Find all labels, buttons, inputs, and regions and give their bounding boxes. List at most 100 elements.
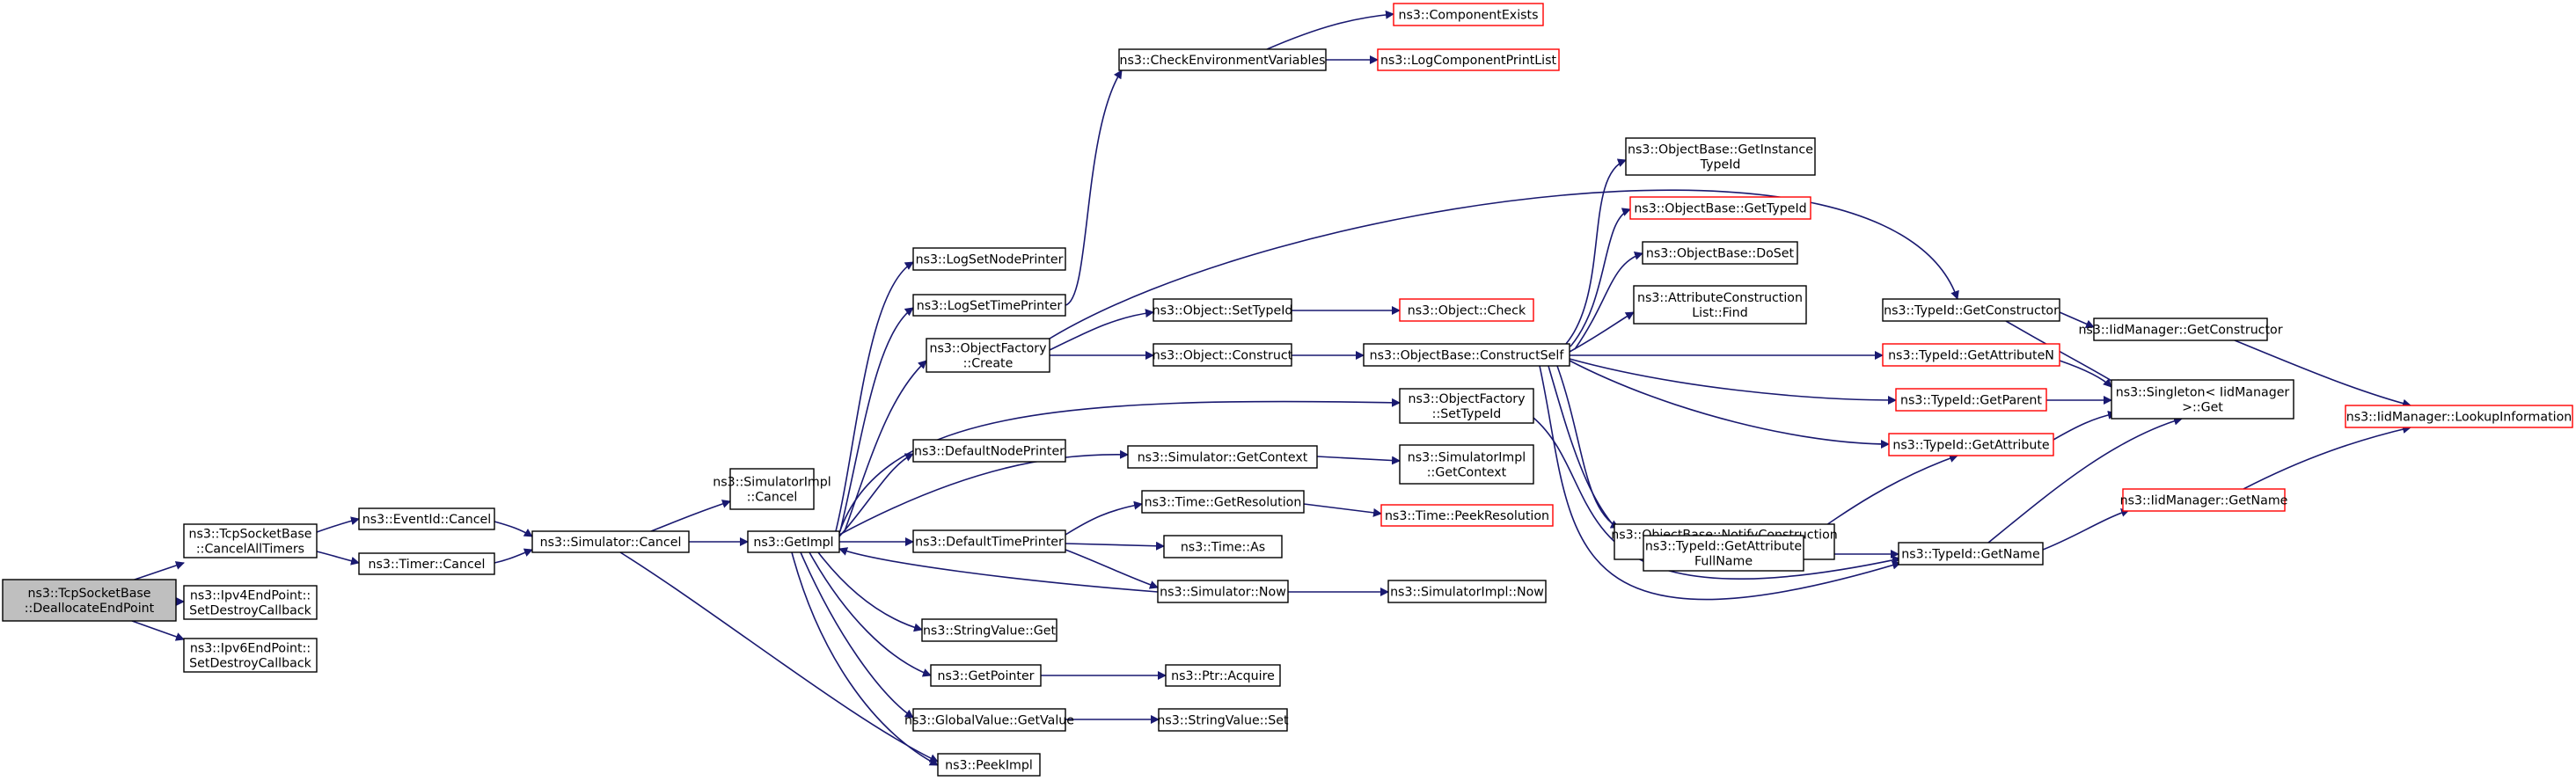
node-logSetNodePrinter[interactable]: ns3::LogSetNodePrinter (912, 247, 1066, 271)
node-cancelAllTimers[interactable]: ns3::TcpSocketBase::CancelAllTimers (183, 523, 318, 558)
node-stringValueSet[interactable]: ns3::StringValue::Set (1157, 708, 1289, 732)
node-objectBaseDoSet[interactable]: ns3::ObjectBase::DoSet (1642, 241, 1798, 265)
node-box[interactable] (183, 523, 318, 558)
node-box[interactable] (1165, 664, 1281, 687)
node-box[interactable] (1625, 137, 1816, 176)
node-box[interactable] (2111, 379, 2294, 420)
node-typeIdGetAttributeN[interactable]: ns3::TypeId::GetAttributeN (1882, 343, 2060, 367)
node-box[interactable] (2122, 488, 2286, 512)
node-box[interactable] (912, 439, 1066, 463)
node-eventIdCancel[interactable]: ns3::EventId::Cancel (358, 507, 495, 530)
node-logSetTimePrinter[interactable]: ns3::LogSetTimePrinter (912, 294, 1066, 317)
node-box[interactable] (1399, 388, 1534, 424)
node-box[interactable] (1118, 48, 1327, 71)
node-box[interactable] (729, 468, 815, 510)
node-timePeekResolution[interactable]: ns3::Time::PeekResolution (1380, 504, 1554, 527)
node-simulatorGetContext[interactable]: ns3::Simulator::GetContext (1127, 445, 1318, 469)
node-objectFactoryCreate[interactable]: ns3::ObjectFactory::Create (926, 338, 1050, 373)
node-typeIdGetName[interactable]: ns3::TypeId::GetName (1898, 542, 2044, 566)
node-box[interactable] (1387, 580, 1547, 603)
node-box[interactable] (1629, 196, 1811, 220)
node-box[interactable] (1377, 48, 1560, 71)
node-box[interactable] (2, 579, 177, 622)
node-box[interactable] (1393, 3, 1544, 26)
node-box[interactable] (1363, 343, 1570, 367)
node-simulatorCancel[interactable]: ns3::Simulator::Cancel (531, 530, 690, 553)
node-box[interactable] (1399, 444, 1534, 485)
node-box[interactable] (912, 294, 1066, 317)
node-box[interactable] (183, 638, 318, 673)
node-box[interactable] (1399, 298, 1534, 322)
node-box[interactable] (2093, 318, 2268, 341)
node-constructSelf[interactable]: ns3::ObjectBase::ConstructSelf (1363, 343, 1570, 367)
node-getImpl[interactable]: ns3::GetImpl (747, 530, 840, 553)
node-globalValueGetValue[interactable]: ns3::GlobalValue::GetValue (904, 708, 1074, 732)
node-checkEnvVars[interactable]: ns3::CheckEnvironmentVariables (1118, 48, 1327, 71)
node-box[interactable] (1158, 708, 1288, 732)
node-ptrAcquire[interactable]: ns3::Ptr::Acquire (1165, 664, 1281, 687)
node-typeIdGetConstructor[interactable]: ns3::TypeId::GetConstructor (1882, 298, 2060, 322)
node-box[interactable] (921, 618, 1057, 642)
edge-line (1303, 503, 1382, 517)
node-objectConstruct[interactable]: ns3::Object::Construct (1153, 343, 1293, 367)
node-box[interactable] (912, 529, 1066, 553)
node-box[interactable] (937, 753, 1041, 777)
node-iidGetName[interactable]: ns3::IidManager::GetName (2120, 488, 2288, 512)
node-singletonGet[interactable]: ns3::Singleton< IidManager >::Get (2111, 379, 2294, 420)
node-getPointer[interactable]: ns3::GetPointer (930, 664, 1042, 687)
node-box[interactable] (1153, 343, 1292, 367)
node-simulatorNow[interactable]: ns3::Simulator::Now (1157, 580, 1289, 603)
node-box[interactable] (183, 585, 318, 620)
node-typeIdGetAttribute[interactable]: ns3::TypeId::GetAttribute (1888, 433, 2054, 456)
node-defaultTimePrinter[interactable]: ns3::DefaultTimePrinter (912, 529, 1066, 553)
node-timeAs[interactable]: ns3::Time::As (1163, 535, 1283, 558)
node-box[interactable] (930, 664, 1042, 687)
node-label: ns3::TypeId::GetAttribute (1892, 439, 2049, 453)
node-simImplGetContext[interactable]: ns3::SimulatorImpl::GetContext (1399, 444, 1534, 485)
node-simImplNow[interactable]: ns3::SimulatorImpl::Now (1387, 580, 1547, 603)
node-box[interactable] (1127, 445, 1318, 469)
node-defaultNodePrinter[interactable]: ns3::DefaultNodePrinter (912, 439, 1066, 463)
node-logComponentPrintList[interactable]: ns3::LogComponentPrintList (1377, 48, 1560, 71)
node-box[interactable] (531, 530, 690, 553)
node-box[interactable] (912, 708, 1066, 732)
node-box[interactable] (1380, 504, 1554, 527)
node-iidGetConstructor[interactable]: ns3::IidManager::GetConstructor (2078, 318, 2283, 341)
node-componentExists[interactable]: ns3::ComponentExists (1393, 3, 1544, 26)
node-objectBaseGetTypeId[interactable]: ns3::ObjectBase::GetTypeId (1629, 196, 1811, 220)
node-timerCancel[interactable]: ns3::Timer::Cancel (358, 552, 495, 575)
node-box[interactable] (1157, 580, 1289, 603)
node-box[interactable] (1882, 298, 2060, 322)
node-objectFactorySetTypeId[interactable]: ns3::ObjectFactory::SetTypeId (1399, 388, 1534, 424)
node-root[interactable]: ns3::TcpSocketBase::DeallocateEndPoint (2, 579, 177, 622)
node-box[interactable] (2345, 405, 2573, 428)
node-stringValueGet[interactable]: ns3::StringValue::Get (921, 618, 1057, 642)
node-box[interactable] (1153, 298, 1292, 322)
node-simImplCancel[interactable]: ns3::SimulatorImpl::Cancel (713, 468, 831, 510)
node-peekImpl[interactable]: ns3::PeekImpl (937, 753, 1041, 777)
node-ipv6SetDestroy[interactable]: ns3::Ipv6EndPoint::SetDestroyCallback (183, 638, 318, 673)
node-objectCheck[interactable]: ns3::Object::Check (1399, 298, 1534, 322)
node-box[interactable] (1633, 285, 1807, 325)
node-box[interactable] (1163, 535, 1283, 558)
node-box[interactable] (747, 530, 840, 553)
node-typeIdGetParent[interactable]: ns3::TypeId::GetParent (1895, 388, 2047, 412)
node-objectSetTypeId[interactable]: ns3::Object::SetTypeId (1153, 298, 1293, 322)
node-box[interactable] (358, 552, 495, 575)
node-box[interactable] (926, 338, 1050, 373)
node-ipv4SetDestroy[interactable]: ns3::Ipv4EndPoint::SetDestroyCallback (183, 585, 318, 620)
node-box[interactable] (1141, 490, 1305, 514)
node-box[interactable] (1643, 535, 1804, 572)
node-box[interactable] (1895, 388, 2047, 412)
node-box[interactable] (912, 247, 1066, 271)
node-box[interactable] (1898, 542, 2044, 566)
node-box[interactable] (358, 507, 495, 530)
node-timeGetResolution[interactable]: ns3::Time::GetResolution (1141, 490, 1305, 514)
node-box[interactable] (1642, 241, 1798, 265)
node-box[interactable] (1882, 343, 2060, 367)
node-box[interactable] (1888, 433, 2054, 456)
node-iidLookupInformation[interactable]: ns3::IidManager::LookupInformation (2345, 405, 2573, 428)
